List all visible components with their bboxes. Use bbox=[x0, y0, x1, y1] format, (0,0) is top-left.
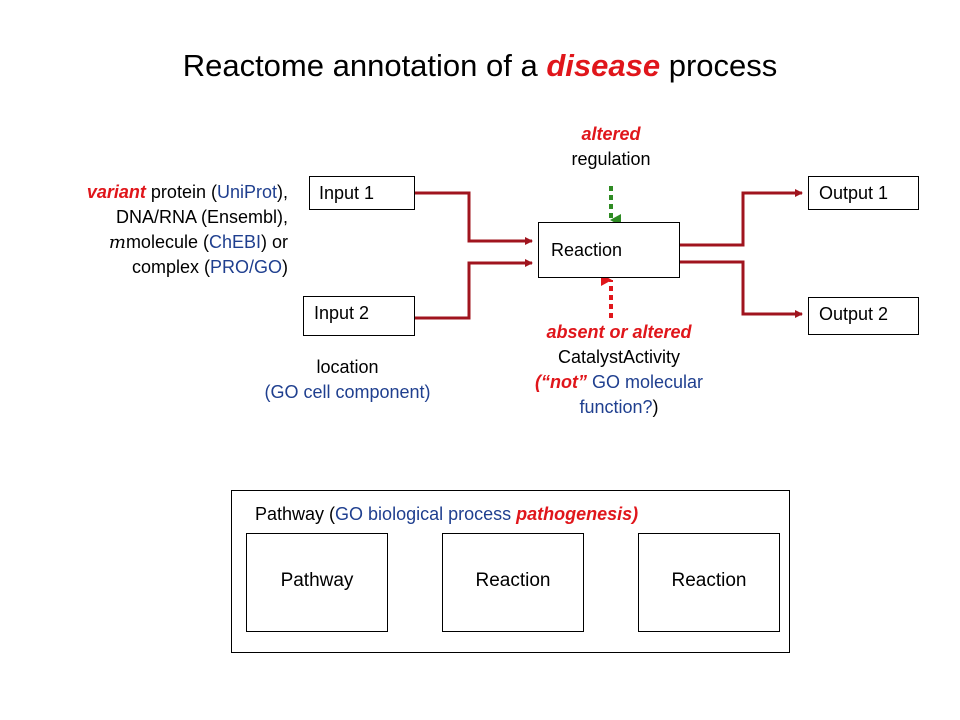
location-label: location (GO cell component) bbox=[230, 355, 465, 405]
catalyst-emphasis: absent or altered bbox=[546, 322, 692, 342]
catalyst-line-4: function?) bbox=[484, 395, 754, 420]
go-molecular-text: GO molecular bbox=[586, 372, 704, 392]
variant-line-4: complex (PRO/GO) bbox=[87, 255, 288, 280]
input-1-box: Input 1 bbox=[309, 176, 415, 210]
variant-emphasis: variant bbox=[86, 182, 146, 202]
variant-text-end: ), bbox=[277, 182, 288, 202]
pathogenesis-emphasis: pathogenesis) bbox=[511, 504, 639, 524]
catalyst-line-3: (“not” GO molecular bbox=[484, 370, 754, 395]
input-2-label: Input 2 bbox=[314, 303, 370, 323]
input2-connector bbox=[415, 259, 533, 320]
variant-text: protein ( bbox=[145, 182, 217, 202]
reaction-label: Reaction bbox=[551, 240, 623, 260]
page-title: Reactome annotation of a disease process bbox=[0, 48, 960, 84]
input-2-box: Input 2 bbox=[303, 296, 415, 336]
micro-symbol: m bbox=[108, 232, 126, 253]
reaction-box-2: Reaction bbox=[442, 533, 584, 632]
variant-line-2: DNA/RNA (Ensembl), bbox=[115, 207, 288, 227]
pathway-caption: Pathway (GO biological process pathogene… bbox=[255, 502, 638, 527]
reaction-box: Reaction bbox=[538, 222, 680, 278]
output2-connector bbox=[680, 260, 803, 318]
reaction-box-3: Reaction bbox=[638, 533, 780, 632]
pathway-box: Pathway bbox=[246, 533, 388, 632]
reaction-box-3-label: Reaction bbox=[671, 570, 747, 591]
go-cell-component-text: (GO cell component) bbox=[264, 382, 431, 402]
title-emphasis: disease bbox=[546, 48, 661, 83]
output-2-label: Output 2 bbox=[819, 304, 889, 324]
pathway-box-label: Pathway bbox=[280, 570, 354, 591]
pro-go-label: PRO/GO bbox=[209, 257, 282, 277]
output1-connector bbox=[680, 189, 803, 247]
title-pre: Reactome annotation of a bbox=[182, 48, 547, 83]
complex-text: complex ( bbox=[131, 257, 210, 277]
title-post: process bbox=[660, 48, 778, 83]
input1-connector bbox=[415, 191, 533, 245]
variant-participants-label: variant protein (UniProt), DNA/RNA (Ense… bbox=[87, 180, 288, 280]
catalyst-paren-open: ( bbox=[534, 372, 541, 392]
input-1-label: Input 1 bbox=[319, 183, 375, 203]
chebi-label: ChEBI bbox=[208, 232, 261, 252]
variant-line-1: variant protein (UniProt), bbox=[87, 180, 288, 205]
catalyst-paren-close: ) bbox=[652, 397, 659, 417]
function-text: function? bbox=[579, 397, 653, 417]
reaction-box-2-label: Reaction bbox=[475, 570, 551, 591]
regulation-emphasis: altered bbox=[581, 124, 641, 144]
output-1-label: Output 1 bbox=[819, 183, 889, 203]
variant-line-3: mmolecule (ChEBI) or bbox=[87, 230, 288, 255]
go-biological-process-text: GO biological process bbox=[335, 504, 512, 524]
catalyst-label: absent or altered CatalystActivity (“not… bbox=[484, 320, 754, 420]
molecule-text: molecule ( bbox=[125, 232, 209, 252]
output-1-box: Output 1 bbox=[808, 176, 919, 210]
uniprot-label: UniProt bbox=[216, 182, 277, 202]
not-emphasis: “not” bbox=[540, 372, 587, 392]
catalyst-activity-text: CatalystActivity bbox=[557, 347, 681, 367]
output-2-box: Output 2 bbox=[808, 297, 919, 335]
location-text: location bbox=[316, 357, 379, 377]
regulation-text: regulation bbox=[571, 149, 651, 169]
regulation-label: altered regulation bbox=[531, 122, 691, 172]
molecule-text-end: ) or bbox=[261, 232, 288, 252]
pathway-caption-text: Pathway ( bbox=[255, 504, 336, 524]
complex-text-end: ) bbox=[282, 257, 288, 277]
